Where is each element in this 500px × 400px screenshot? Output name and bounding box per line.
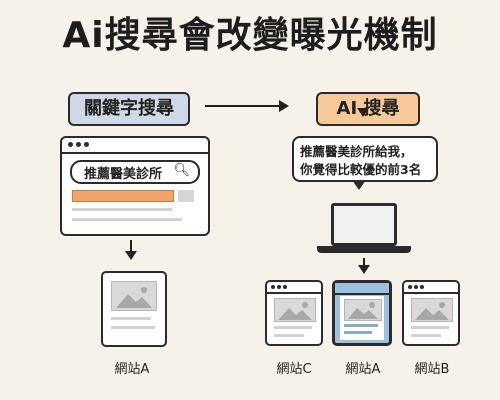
image-placeholder-icon	[411, 298, 453, 322]
content-line	[344, 324, 378, 327]
ai-result-card-highlighted	[332, 280, 392, 346]
ai-prompt-bubble: 推薦醫美診所給我， 你覺得比較優的前3名	[292, 136, 438, 190]
down-arrow-icon	[358, 258, 370, 274]
search-query-text: 推薦醫美診所	[84, 167, 163, 182]
image-placeholder-icon	[344, 299, 382, 321]
prompt-line-1: 推薦醫美診所給我，	[300, 144, 413, 159]
window-dot-icon	[68, 142, 73, 147]
search-icon: 🔍︎	[173, 163, 190, 178]
prompt-line-2: 你覺得比較優的前3名	[300, 162, 422, 177]
laptop-icon	[331, 203, 397, 246]
down-arrow-icon	[125, 240, 137, 260]
image-placeholder-icon	[274, 298, 316, 322]
search-box: 推薦醫美診所 🔍︎	[70, 160, 200, 184]
ai-result-label: 網站B	[414, 362, 450, 377]
content-line	[344, 331, 372, 334]
ai-result-label: 網站C	[276, 362, 312, 377]
content-line	[411, 334, 441, 337]
image-placeholder-icon	[111, 281, 157, 311]
ai-result-card	[265, 280, 323, 346]
search-browser-window: 推薦醫美診所 🔍︎	[60, 136, 210, 236]
result-line	[72, 208, 172, 211]
content-line	[111, 326, 155, 329]
content-line	[411, 326, 449, 329]
website-label: 網站A	[114, 362, 150, 377]
page-title: Ai搜尋會改變曝光機制	[62, 15, 438, 56]
card-inner	[340, 296, 384, 340]
result-line	[72, 218, 182, 221]
content-line	[274, 326, 312, 329]
ai-result-label: 網站A	[345, 362, 381, 377]
browser-title-bar	[62, 138, 208, 154]
laptop-base	[317, 246, 411, 253]
content-line	[274, 334, 304, 337]
ai-result-card	[402, 280, 460, 346]
keyword-search-pill: 關鍵字搜尋	[68, 92, 190, 126]
highlighted-result-bar	[72, 190, 174, 202]
website-page-card	[101, 271, 167, 347]
window-dot-icon	[76, 142, 81, 147]
result-thumbnail	[178, 190, 194, 202]
content-line	[111, 317, 151, 320]
right-arrow-icon	[205, 100, 289, 112]
window-dot-icon	[84, 142, 89, 147]
